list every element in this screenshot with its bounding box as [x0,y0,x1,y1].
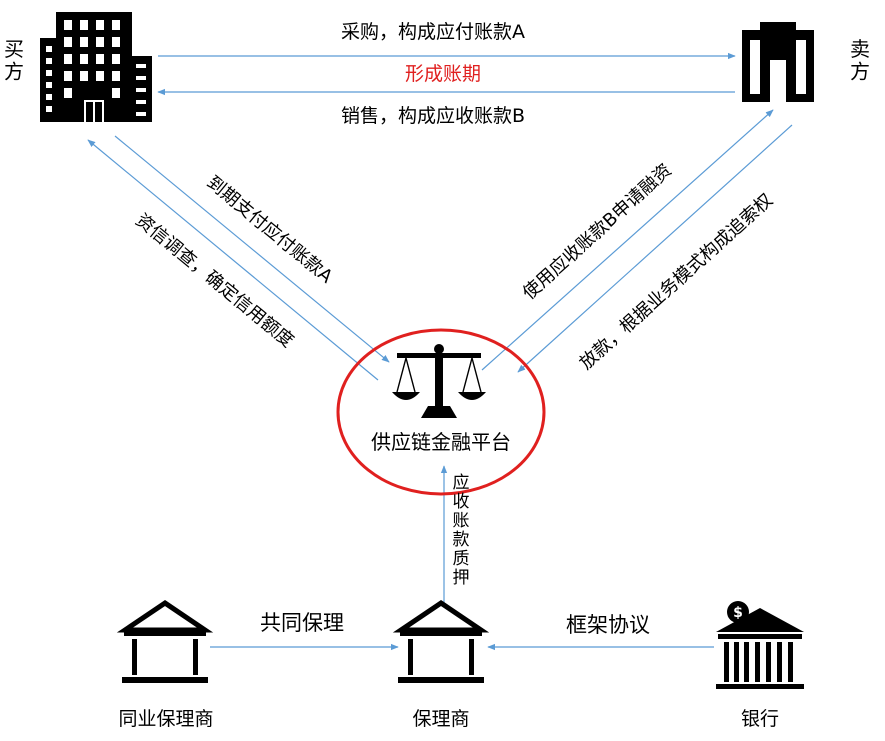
svg-text:$: $ [733,605,743,621]
factor-label: 保理商 [412,708,469,730]
loan-arrow [517,124,793,373]
pay-due-arrow [114,135,390,363]
term-label: 形成账期 [405,63,481,85]
credit-check-arrow [87,139,379,381]
apply-financing-label: 使用应收账款B申请融资 [519,160,676,304]
pay-due-label: 到期支付应付账款A [203,172,338,288]
buyer-label: 买方 [4,37,24,83]
pledge-label: 应收账款质押 [453,473,470,588]
apply-financing-arrow [481,109,774,371]
purchase-label: 采购，构成应付账款A [341,21,525,43]
sales-label: 销售，构成应收账款B [341,105,525,127]
buyer-building-icon [40,12,152,122]
platform-label: 供应链金融平台 [371,430,511,454]
bank-label: 银行 [741,708,779,730]
seller-building-icon [742,22,814,102]
seller-label: 卖方 [850,37,870,83]
peer-factor-label: 同业保理商 [118,708,213,730]
framework-label: 框架协议 [566,613,650,637]
factor-institution-icon [392,599,490,683]
bank-dollar-icon: $ [716,601,804,689]
scales-icon [392,344,486,418]
co-factoring-label: 共同保理 [260,611,344,635]
peer-factor-institution-icon [116,599,214,683]
platform-highlight-circle [336,328,546,496]
